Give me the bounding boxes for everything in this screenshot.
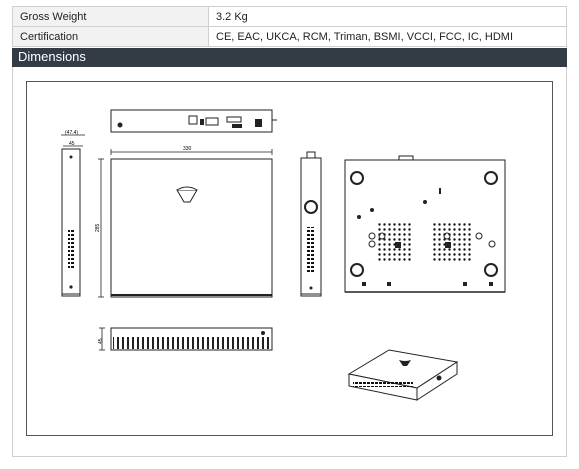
top-view: 330 285 <box>95 146 273 298</box>
spec-table: Gross Weight 3.2 Kg Certification CE, EA… <box>12 6 567 47</box>
spec-value: 3.2 Kg <box>208 6 567 27</box>
dim-label-front-45: 45 <box>98 338 104 344</box>
dimension-drawing-svg: (47.4) 45 330 285 <box>61 109 506 401</box>
isometric-view <box>347 349 459 401</box>
spec-label: Gross Weight <box>12 6 209 27</box>
dim-label-45: 45 <box>69 141 75 147</box>
dimension-drawing: (47.4) 45 330 285 <box>26 81 553 436</box>
left-side-view: (47.4) 45 <box>61 130 85 297</box>
bottom-view <box>344 155 506 293</box>
spec-value: CE, EAC, UKCA, RCM, Triman, BSMI, VCCI, … <box>208 26 567 47</box>
rear-view <box>110 109 277 133</box>
dimensions-panel <box>12 67 567 457</box>
dim-label-285: 285 <box>95 223 101 232</box>
spec-label: Certification <box>12 26 209 47</box>
section-header-dimensions: Dimensions <box>12 48 567 67</box>
dim-label-47-4: (47.4) <box>65 130 78 136</box>
right-side-view <box>300 151 322 297</box>
dim-label-330: 330 <box>183 146 192 152</box>
spec-row-certification: Certification CE, EAC, UKCA, RCM, Triman… <box>12 26 567 47</box>
front-view: 45 <box>98 327 273 351</box>
spec-row-gross-weight: Gross Weight 3.2 Kg <box>12 6 567 27</box>
